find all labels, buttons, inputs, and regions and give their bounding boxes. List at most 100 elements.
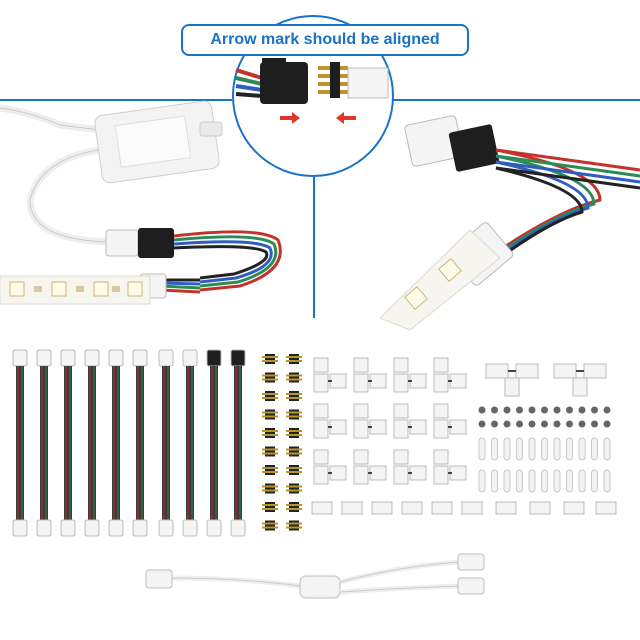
mounting-clip [603, 437, 611, 461]
mounting-clip [566, 437, 573, 461]
arrow-left-icon [336, 112, 356, 124]
l-connector [393, 449, 427, 485]
screw [491, 406, 498, 414]
pin-header [286, 502, 302, 512]
screw [541, 420, 548, 428]
mounting-clip [591, 437, 598, 461]
pin-header [286, 354, 302, 364]
screw [591, 420, 598, 428]
mounting-clip [603, 469, 611, 493]
extension-cable [206, 349, 222, 537]
mounting-clip [491, 437, 498, 461]
mounting-clip [516, 469, 523, 493]
connection-diagram [0, 15, 640, 330]
screw [566, 406, 573, 414]
l-connector [313, 449, 347, 485]
screw [541, 406, 548, 414]
gapless-connector [461, 501, 483, 515]
screw [503, 420, 511, 428]
alignment-banner: Arrow mark should be aligned [181, 24, 469, 56]
pin-header [262, 465, 278, 475]
mounting-clip [578, 437, 586, 461]
l-connector [393, 357, 427, 393]
pin-header [286, 446, 302, 457]
extension-cable [158, 349, 174, 537]
mounting-clips [478, 437, 611, 493]
screw [491, 420, 498, 428]
screw [603, 420, 611, 428]
mounting-clip [553, 437, 561, 461]
mounting-clip [503, 437, 511, 461]
l-connector [433, 449, 467, 485]
l-connector [353, 357, 387, 393]
extension-cable [182, 349, 198, 537]
gapless-connectors [311, 501, 617, 515]
pin-header [262, 446, 278, 457]
t-shape-connectors [485, 363, 607, 397]
t-connector [485, 363, 539, 397]
pin-header [262, 391, 278, 401]
extension-cable [12, 349, 28, 537]
gapless-connector [311, 501, 333, 515]
l-connector [433, 357, 467, 393]
pin-header [286, 372, 302, 383]
screw [478, 420, 486, 428]
extension-cables [12, 349, 246, 537]
extension-cable [84, 349, 100, 537]
led-strip-right [379, 229, 501, 330]
pin-header [262, 520, 278, 531]
gapless-connector [529, 501, 551, 515]
screw [591, 406, 598, 414]
l-connector [433, 403, 467, 439]
mounting-clip [478, 437, 486, 461]
screw [553, 406, 561, 414]
gapless-connector [563, 501, 585, 515]
mounting-clip [503, 469, 511, 493]
t-connector [553, 363, 607, 397]
extension-cable [36, 349, 52, 537]
pin-header [286, 465, 302, 475]
mounting-clip [541, 469, 548, 493]
screws [478, 406, 611, 428]
pin-headers [262, 354, 302, 531]
pin-header [286, 483, 302, 494]
l-connector [353, 403, 387, 439]
pin-header [286, 520, 302, 531]
screw [516, 420, 523, 428]
mounting-clip [553, 469, 561, 493]
pin-header [262, 502, 278, 512]
extension-cable [132, 349, 148, 537]
screw [478, 406, 486, 414]
arrow-right-icon [280, 112, 300, 124]
pin-header [286, 409, 302, 420]
gapless-connector [401, 501, 423, 515]
mounting-clip [528, 469, 536, 493]
extension-cable [108, 349, 124, 537]
screw [528, 420, 536, 428]
black-connector-icon [260, 62, 308, 104]
mounting-clip [566, 469, 573, 493]
pin-header [286, 391, 302, 401]
extension-cable [230, 349, 246, 537]
extension-cable [60, 349, 76, 537]
gapless-connector [595, 501, 617, 515]
screw [603, 406, 611, 414]
mounting-clip [528, 437, 536, 461]
pin-header [262, 428, 278, 438]
l-connector [313, 403, 347, 439]
pin-header [262, 483, 278, 494]
led-strip-left [0, 275, 151, 305]
pin-header [262, 372, 278, 383]
gapless-connector [341, 501, 363, 515]
inset-circle [232, 15, 394, 177]
banner-text: Arrow mark should be aligned [210, 31, 440, 48]
screw [503, 406, 511, 414]
pin-header [262, 354, 278, 364]
screw [566, 420, 573, 428]
l-connector [353, 449, 387, 485]
mounting-clip [478, 469, 486, 493]
mounting-clip [578, 469, 586, 493]
screw [578, 406, 586, 414]
l-connector [313, 357, 347, 393]
gapless-connector [495, 501, 517, 515]
